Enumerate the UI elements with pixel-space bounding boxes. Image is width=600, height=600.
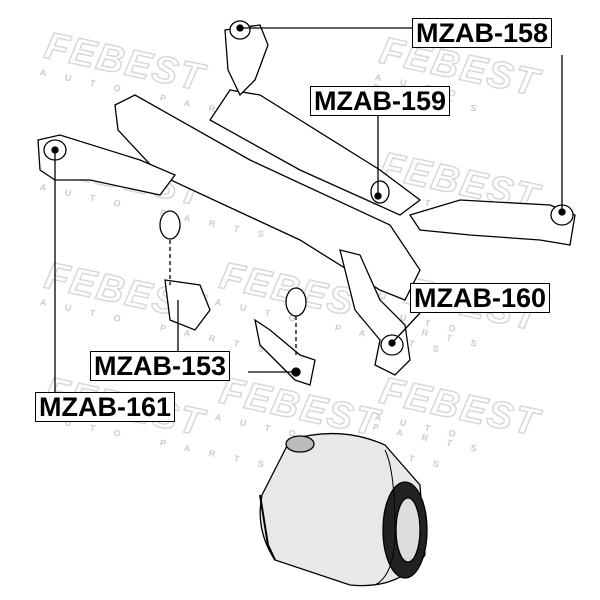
part-label-mzab-161: MZAB-161	[35, 392, 176, 422]
leader-158	[240, 27, 563, 212]
leader-160	[391, 312, 421, 344]
part-label-mzab-158: MZAB-158	[412, 18, 553, 48]
rear-beam	[209, 89, 422, 216]
right-arm	[408, 199, 576, 246]
part-label-mzab-160: MZAB-160	[410, 283, 551, 313]
bushing-product	[259, 432, 428, 587]
part-label-mzab-153: MZAB-153	[90, 351, 231, 381]
upper-arm	[224, 24, 269, 97]
cross-beam	[114, 94, 421, 301]
leader-153	[177, 300, 296, 373]
left-arm	[37, 134, 177, 196]
bushing-159	[370, 180, 390, 204]
part-label-mzab-159: MZAB-159	[310, 86, 451, 116]
